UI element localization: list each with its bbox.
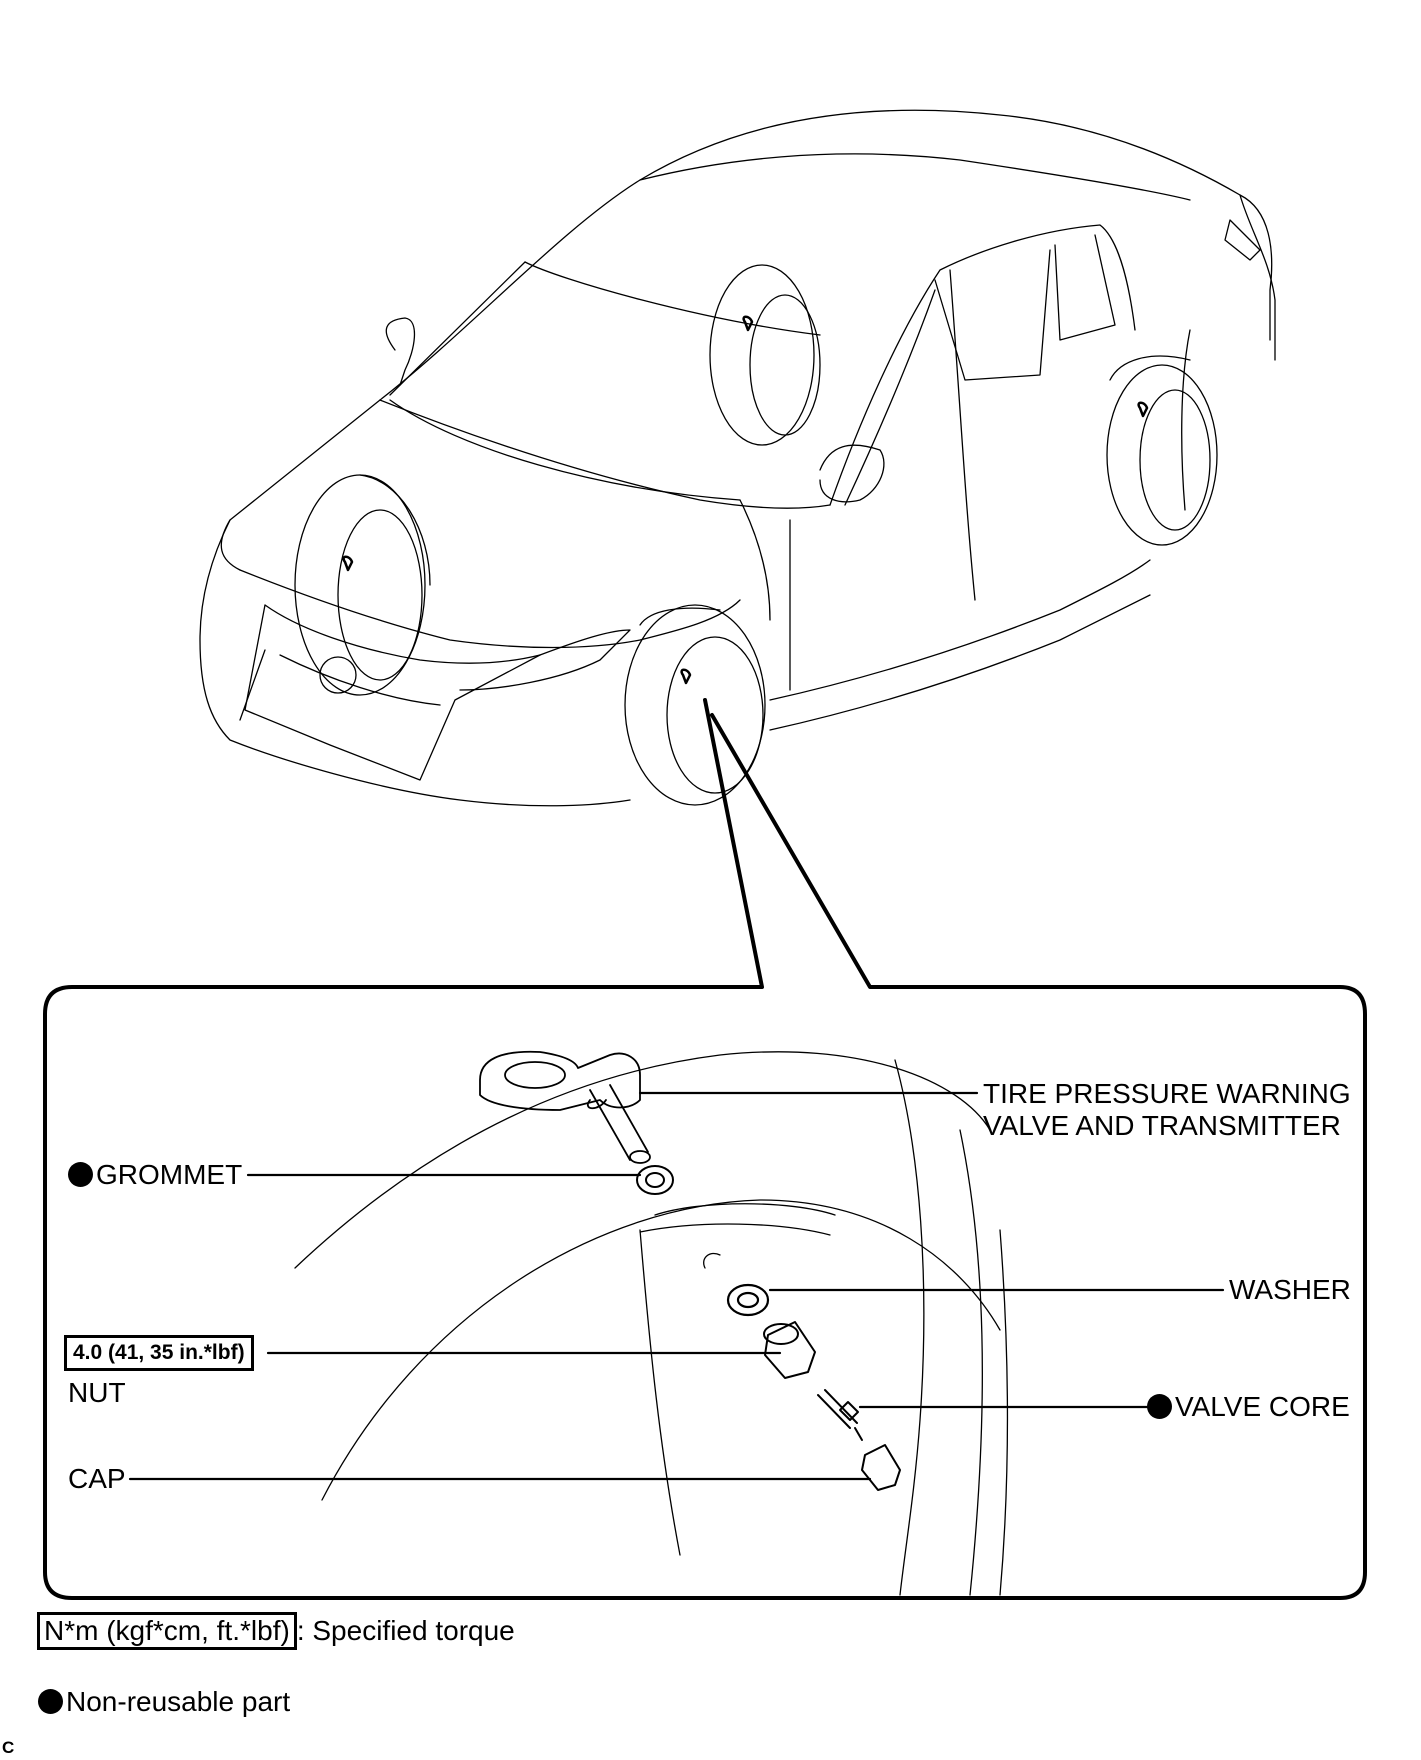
washer-label: WASHER xyxy=(1229,1274,1351,1305)
grommet-label: GROMMET xyxy=(68,1159,242,1191)
valve-core-text: VALVE CORE xyxy=(1175,1391,1350,1422)
transmitter-label: TIRE PRESSURE WARNING VALVE AND TRANSMIT… xyxy=(983,1078,1351,1142)
transmitter-label-line2: VALVE AND TRANSMITTER xyxy=(983,1110,1341,1141)
wheel-arcs xyxy=(294,1051,1009,1596)
nut-part xyxy=(763,1321,816,1379)
legend-torque-desc: : Specified torque xyxy=(296,1615,515,1646)
legend-nonreusable-text: Non-reusable part xyxy=(66,1686,291,1717)
valve-core-part xyxy=(817,1389,863,1441)
legend-torque: N*m (kgf*cm, ft.*lbf): Specified torque xyxy=(37,1612,515,1650)
washer-part xyxy=(726,1283,770,1317)
legend-torque-units: N*m (kgf*cm, ft.*lbf) xyxy=(37,1612,297,1650)
transmitter-label-line1: TIRE PRESSURE WARNING xyxy=(983,1078,1351,1109)
footer-mark: C xyxy=(2,1738,15,1757)
torque-spec-box: 4.0 (41, 35 in.*lbf) xyxy=(64,1335,254,1371)
non-reusable-dot-icon xyxy=(68,1162,93,1187)
detail-frame xyxy=(43,698,1367,1600)
cap-label: CAP xyxy=(68,1463,126,1494)
non-reusable-dot-icon xyxy=(38,1689,63,1714)
grommet-part xyxy=(636,1165,674,1195)
cap-part xyxy=(861,1444,901,1491)
car-illustration xyxy=(199,109,1276,807)
non-reusable-dot-icon xyxy=(1147,1394,1172,1419)
transmitter-part xyxy=(479,1050,651,1164)
grommet-text: GROMMET xyxy=(96,1159,243,1190)
legend-nonreusable: Non-reusable part xyxy=(38,1686,290,1718)
leader-lines xyxy=(128,1091,1225,1481)
valve-core-label: VALVE CORE xyxy=(1147,1391,1350,1423)
nut-label: NUT xyxy=(68,1377,126,1408)
